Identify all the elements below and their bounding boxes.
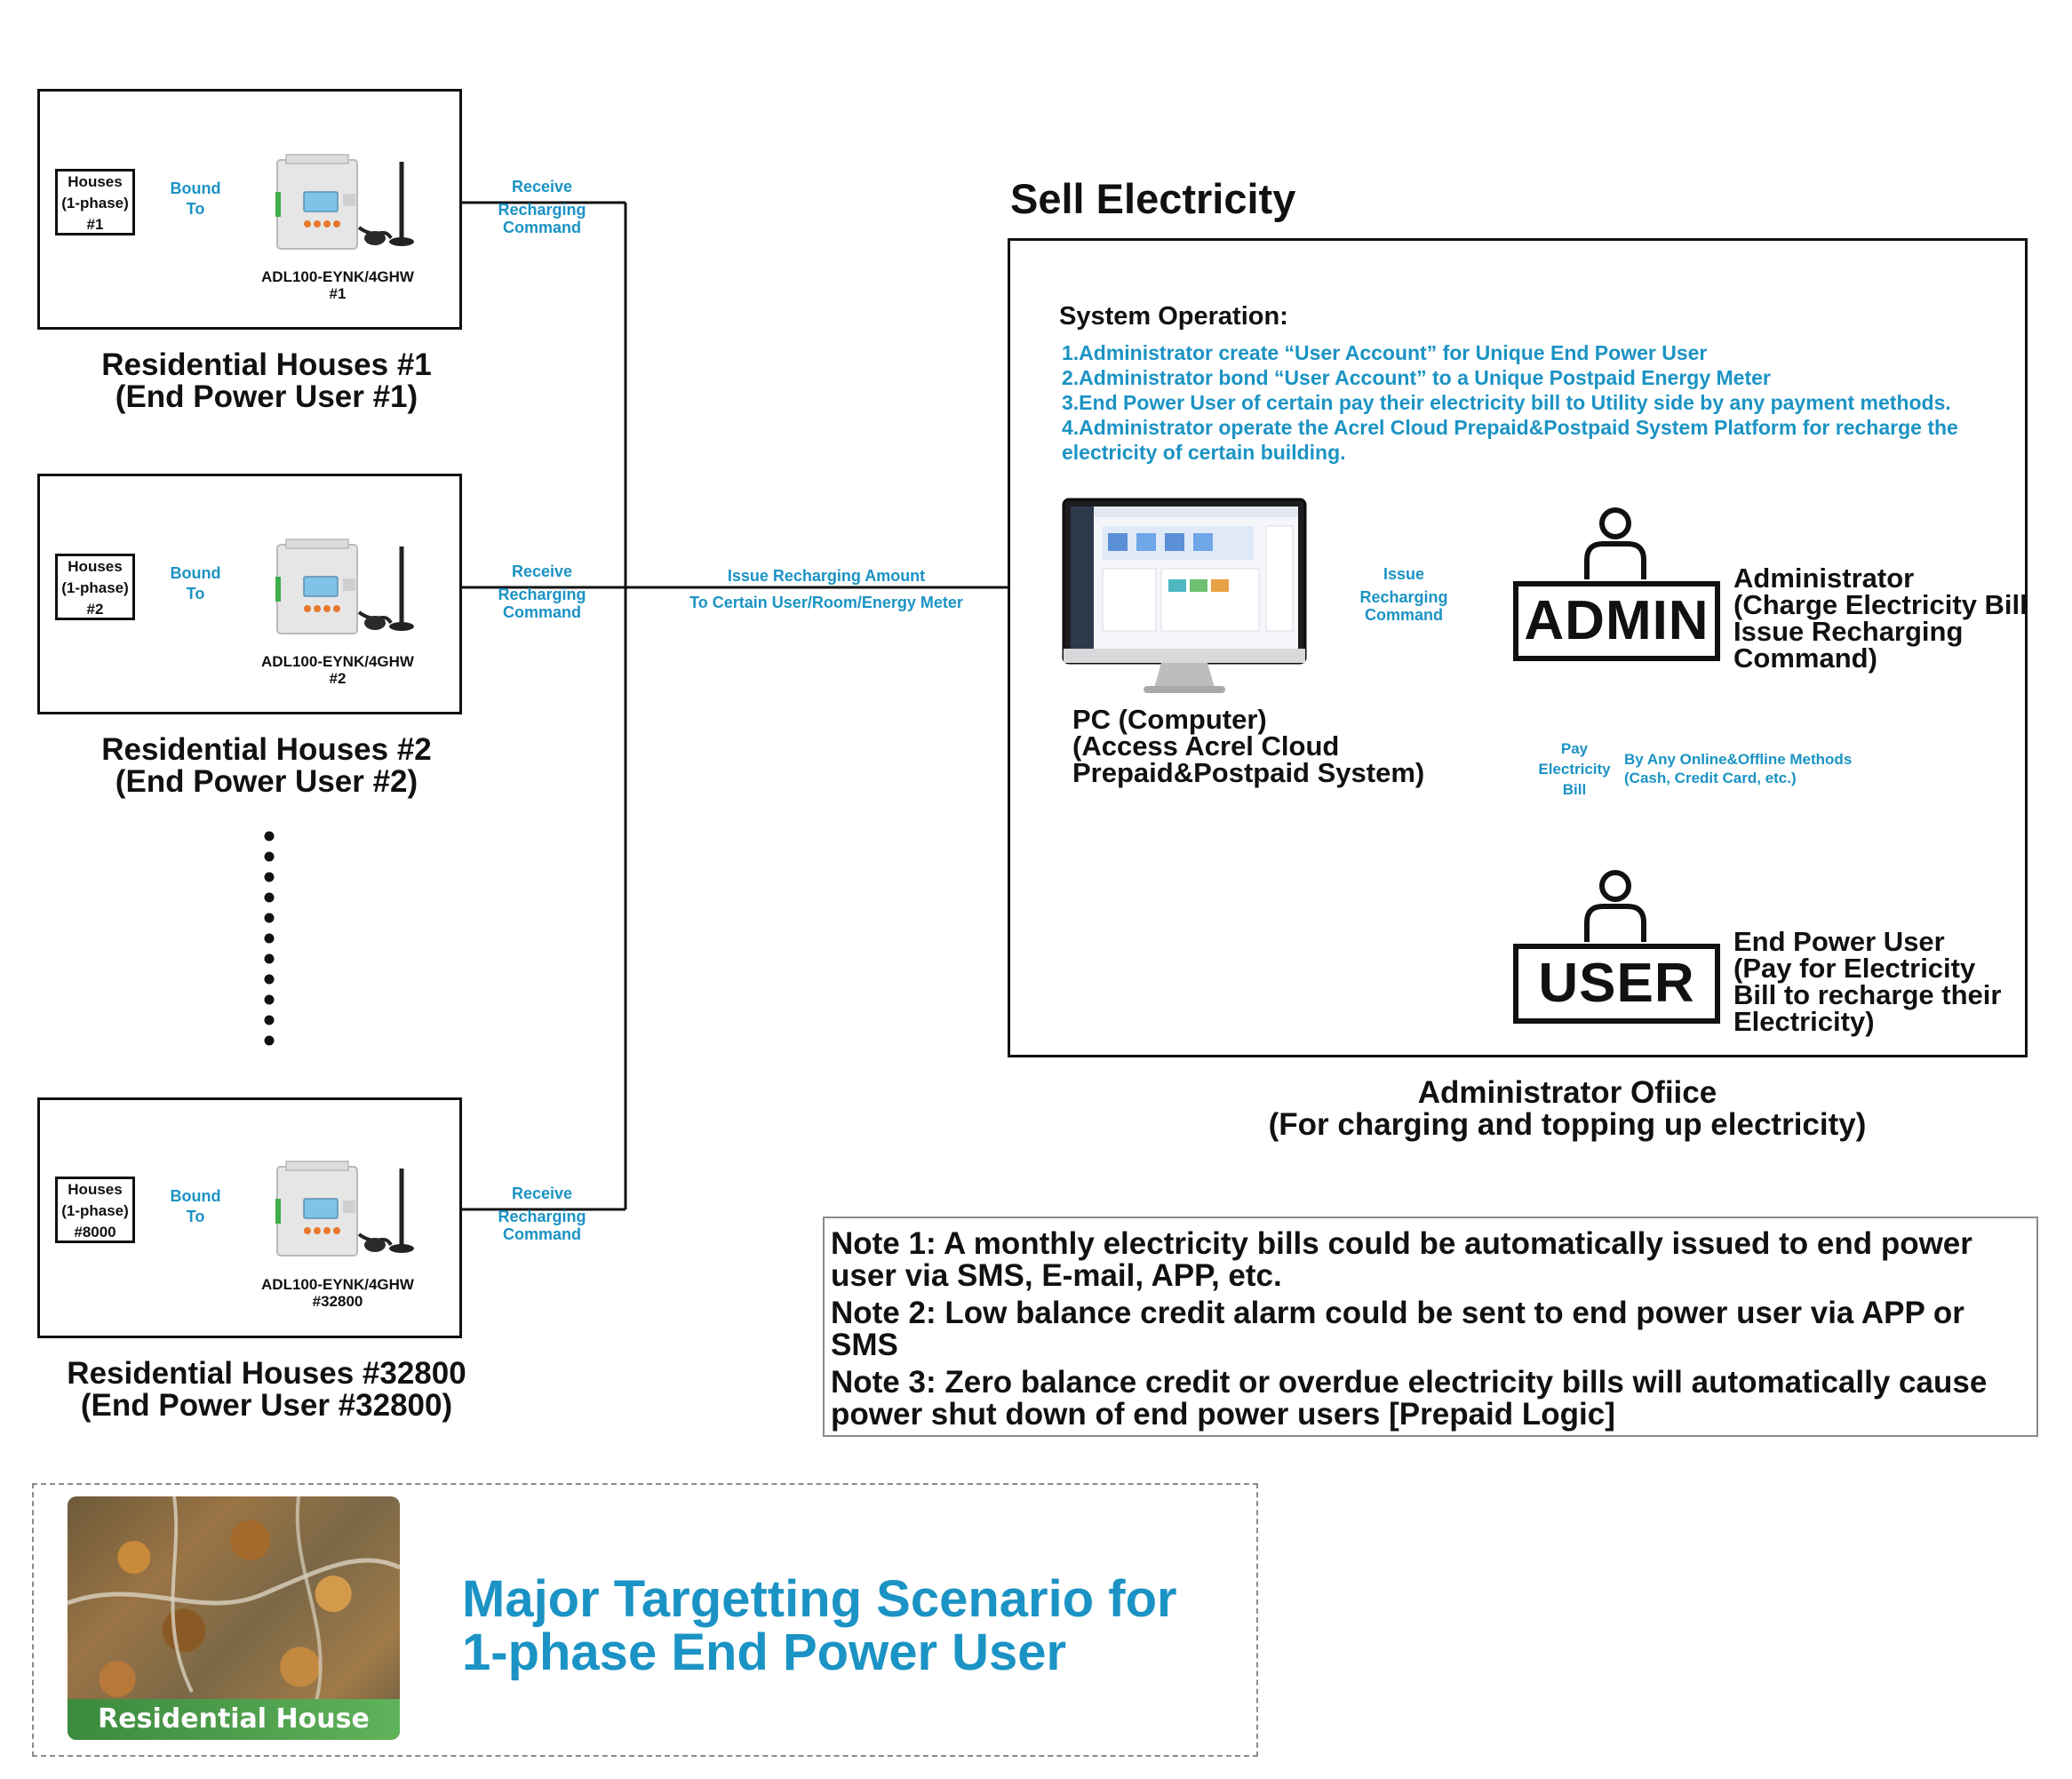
house-tag-1: Houses(1-phase)#1 <box>55 169 135 235</box>
photo-label-band <box>68 1699 400 1740</box>
photo-label: Residential House <box>98 1703 370 1735</box>
scenario-title: Major Targetting Scenario for 1-phase En… <box>462 1570 1177 1681</box>
sysop-item-4: 4.Administrator operate the Acrel Cloud … <box>1062 416 1958 439</box>
residential-house-photo: Residential House <box>68 1496 400 1740</box>
notes-panel <box>823 1217 2038 1437</box>
road-lines-icon <box>68 1496 400 1702</box>
sysop-item-3: 3.End Power User of certain pay their el… <box>1062 391 1951 414</box>
meter-caption-3: ADL100-EYNK/4GHW#32800 <box>261 1276 414 1310</box>
note-2: Note 2: Low balance credit alarm could b… <box>831 1296 1964 1362</box>
sysop-item-5: electricity of certain building. <box>1062 441 1346 464</box>
house-title-2: Residential Houses #2(End Power User #2) <box>101 732 432 799</box>
house-title-1: Residential Houses #1(End Power User #1) <box>101 347 432 414</box>
admin-badge: ADMIN <box>1513 581 1720 661</box>
note-1: Note 1: A monthly electricity bills coul… <box>831 1226 1972 1293</box>
sysop-item-2: 2.Administrator bond “User Account” to a… <box>1062 366 1771 389</box>
meter-caption-1: ADL100-EYNK/4GHW#1 <box>261 268 414 302</box>
ellipsis-dots <box>264 831 275 1046</box>
meter-caption-2: ADL100-EYNK/4GHW#2 <box>261 653 414 687</box>
notes-text: Note 1: A monthly electricity bills coul… <box>831 1228 2026 1436</box>
sell-electricity-title: Sell Electricity <box>1010 175 1296 222</box>
system-operation-heading: System Operation: <box>1059 302 1288 331</box>
user-badge: USER <box>1513 944 1720 1024</box>
system-operation-list: 1.Administrator create “User Account” fo… <box>1062 340 1958 465</box>
scenario-panel <box>32 1483 1258 1757</box>
payment-methods-label: By Any Online&Offline Methods(Cash, Cred… <box>1624 751 1853 786</box>
house-title-3: Residential Houses #32800(End Power User… <box>67 1356 466 1423</box>
admin-office-caption: Administrator Ofiice (For charging and t… <box>1268 1075 1867 1142</box>
note-3: Note 3: Zero balance credit or overdue e… <box>831 1365 1988 1432</box>
sysop-item-1: 1.Administrator create “User Account” fo… <box>1062 341 1708 364</box>
house-tag-3: Houses(1-phase)#8000 <box>55 1177 135 1243</box>
house-tag-2: Houses(1-phase)#2 <box>55 554 135 620</box>
